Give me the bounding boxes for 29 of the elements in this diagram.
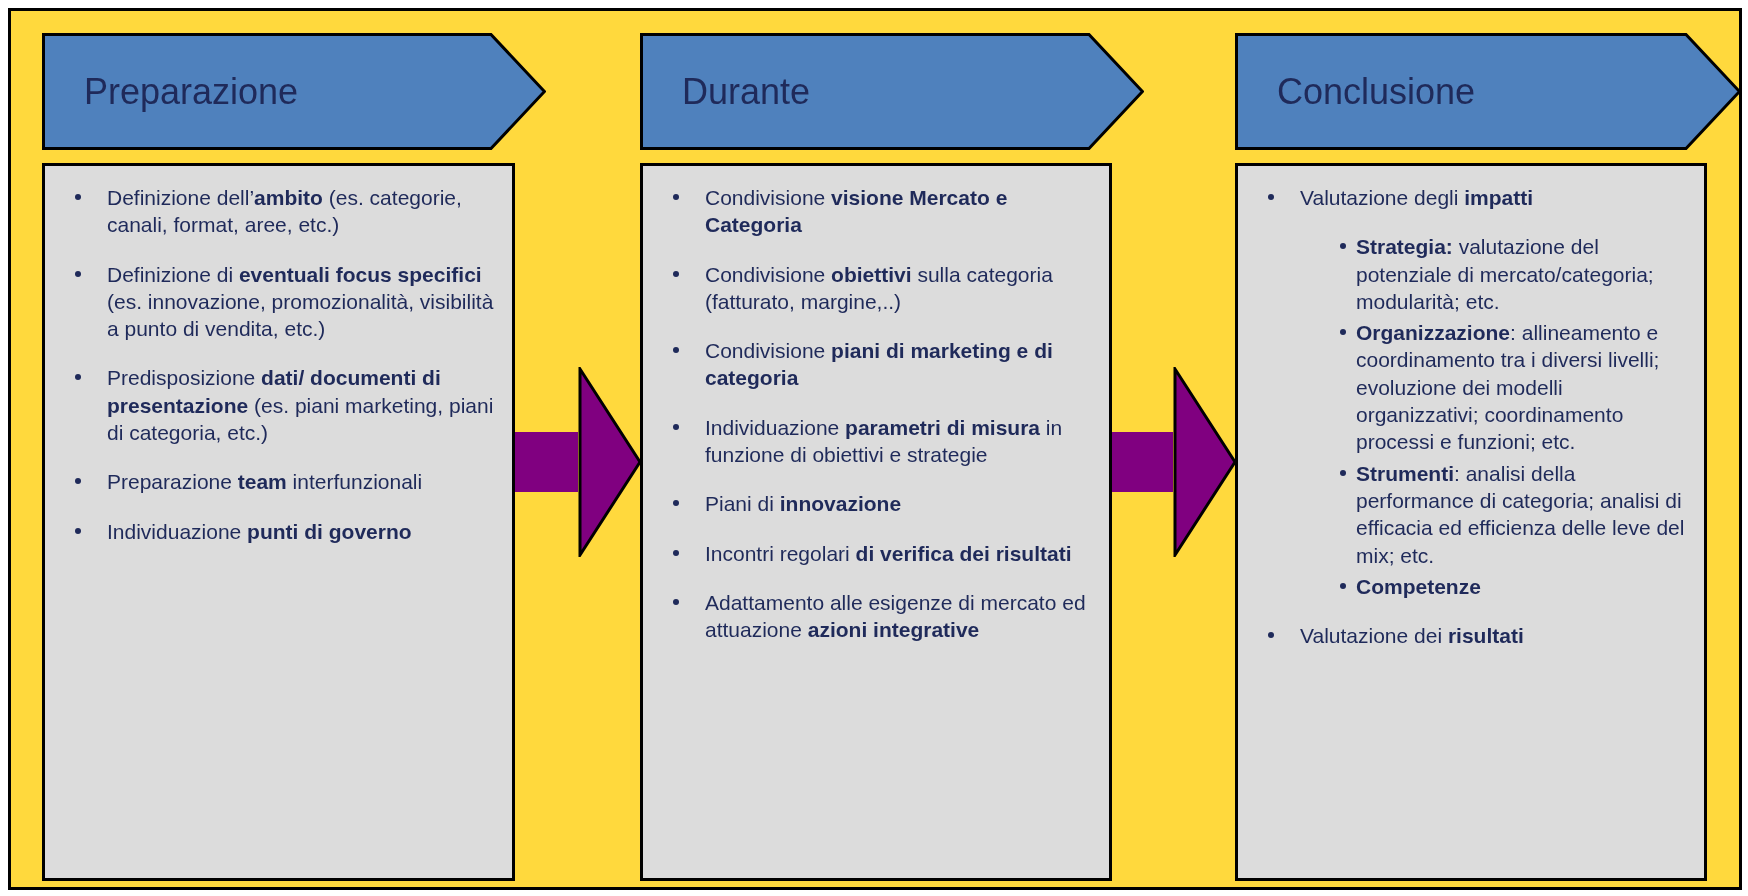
bullet-text: Strategia: valutazione del potenziale di mercato/categoria; modularità; etc.: [1356, 234, 1655, 315]
bullet-text: Definizione dell’ambito (es. categorie, canali, format, aree, etc.): [107, 185, 463, 239]
content-box: [42, 163, 515, 881]
bullet-text: Piani di innovazione: [705, 491, 903, 518]
bullet-text: Valutazione degli impatti: [1300, 185, 1535, 211]
bullet-text: Competenze: [1356, 573, 1482, 600]
content-box: [640, 163, 1112, 881]
block-arrow: [515, 367, 642, 557]
bullet-text: Individuazione punti di governo: [107, 518, 413, 545]
block-arrow: [1112, 367, 1237, 557]
content-box: [1235, 163, 1707, 881]
bullet-text: Preparazione team interfunzionali: [107, 469, 424, 496]
chevron-header: [42, 33, 546, 150]
bullet-text: Condivisione obiettivi sulla categoria (fatturato, margine,..): [705, 261, 1054, 315]
header-title: Durante: [682, 70, 811, 114]
bullet-text: Condivisione piani di marketing e di categoria: [705, 338, 1054, 392]
header-title: Conclusione: [1277, 70, 1476, 114]
bullet-text: Organizzazione: allineamento e coordinamento tra i diversi livelli; evoluzione dei modelli organizzativi; coordinamento processi e funzioni; etc.: [1356, 320, 1661, 456]
chevron-header: [640, 33, 1144, 150]
chevron-header: [1235, 33, 1741, 150]
bullet-text: Adattamento alle esigenze di mercato ed attuazione azioni integrative: [705, 589, 1087, 644]
bullet-text: Valutazione dei risultati: [1300, 623, 1525, 650]
bullet-text: Predisposizione dati/ documenti di presentazione (es. piani marketing, piani di categoria, etc.): [107, 365, 495, 447]
bullet-text: Individuazione parametri di misura in funzione di obiettivi e strategie: [705, 414, 1064, 469]
bullet-text: Strumenti: analisi della performance di categoria; analisi di efficacia ed efficienza delle leve del mix; etc.: [1356, 460, 1686, 569]
bullet-text: Condivisione visione Mercato e Categoria: [705, 185, 1009, 239]
header-title: Preparazione: [84, 70, 299, 114]
bullet-text: Incontri regolari di verifica dei risultati: [705, 540, 1073, 567]
bullet-text: Definizione di eventuali focus specifici (es. innovazione, promozionalità, visibilità a punto di vendita, etc.): [107, 261, 495, 343]
